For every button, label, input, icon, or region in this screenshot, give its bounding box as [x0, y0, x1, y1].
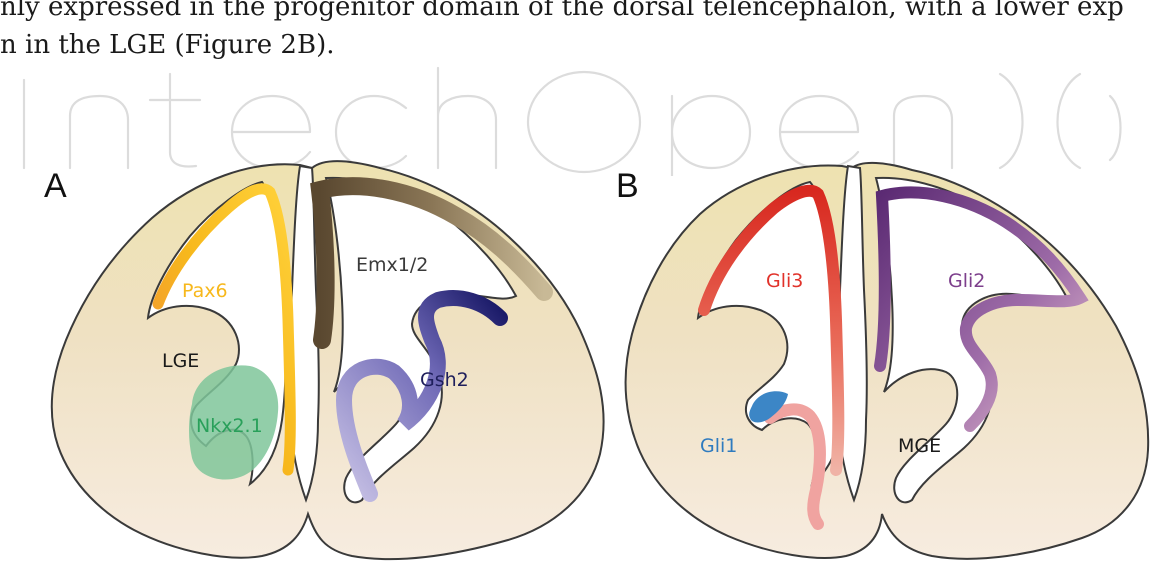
panel-b: B Gli3 Gli2 Gli1 MGE — [616, 163, 1148, 559]
label-mge: MGE — [898, 435, 941, 457]
label-nkx: Nkx2.1 — [196, 415, 263, 437]
figure: A Pax6 Emx1/2 LGE Gsh2 Nkx2.1 — [0, 140, 1151, 566]
label-gli1: Gli1 — [700, 435, 737, 457]
body-text-line-1: nly expressed in the progenitor domain o… — [0, 0, 1151, 26]
label-pax6: Pax6 — [182, 280, 228, 302]
label-gli2: Gli2 — [948, 270, 985, 292]
label-gsh2: Gsh2 — [420, 369, 469, 391]
label-gli3: Gli3 — [766, 270, 803, 292]
body-text: nly expressed in the progenitor domain o… — [0, 0, 1151, 64]
panel-b-letter: B — [616, 167, 639, 205]
label-emx: Emx1/2 — [356, 254, 428, 276]
label-lge: LGE — [162, 350, 199, 372]
panel-a: A Pax6 Emx1/2 LGE Gsh2 Nkx2.1 — [44, 161, 604, 559]
panel-a-letter: A — [44, 167, 67, 205]
